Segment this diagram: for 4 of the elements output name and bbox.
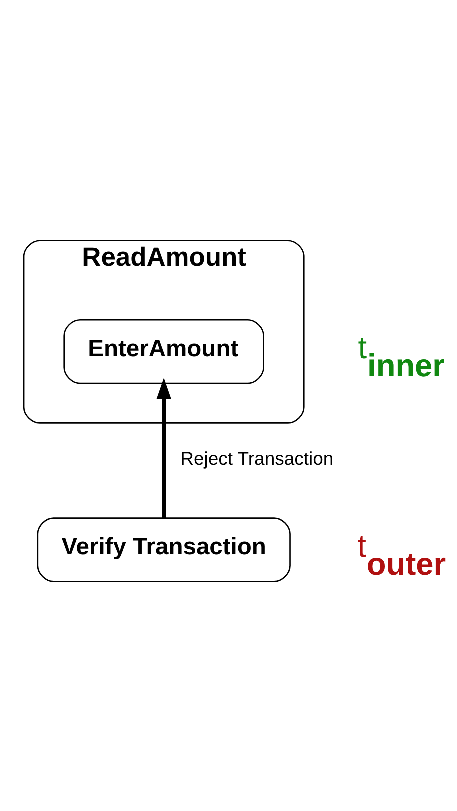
arrow	[156, 378, 172, 518]
node-box: Verify Transaction	[37, 517, 291, 582]
edge-label: Reject Transaction	[180, 448, 334, 469]
node-box: EnterAmount	[64, 318, 264, 384]
